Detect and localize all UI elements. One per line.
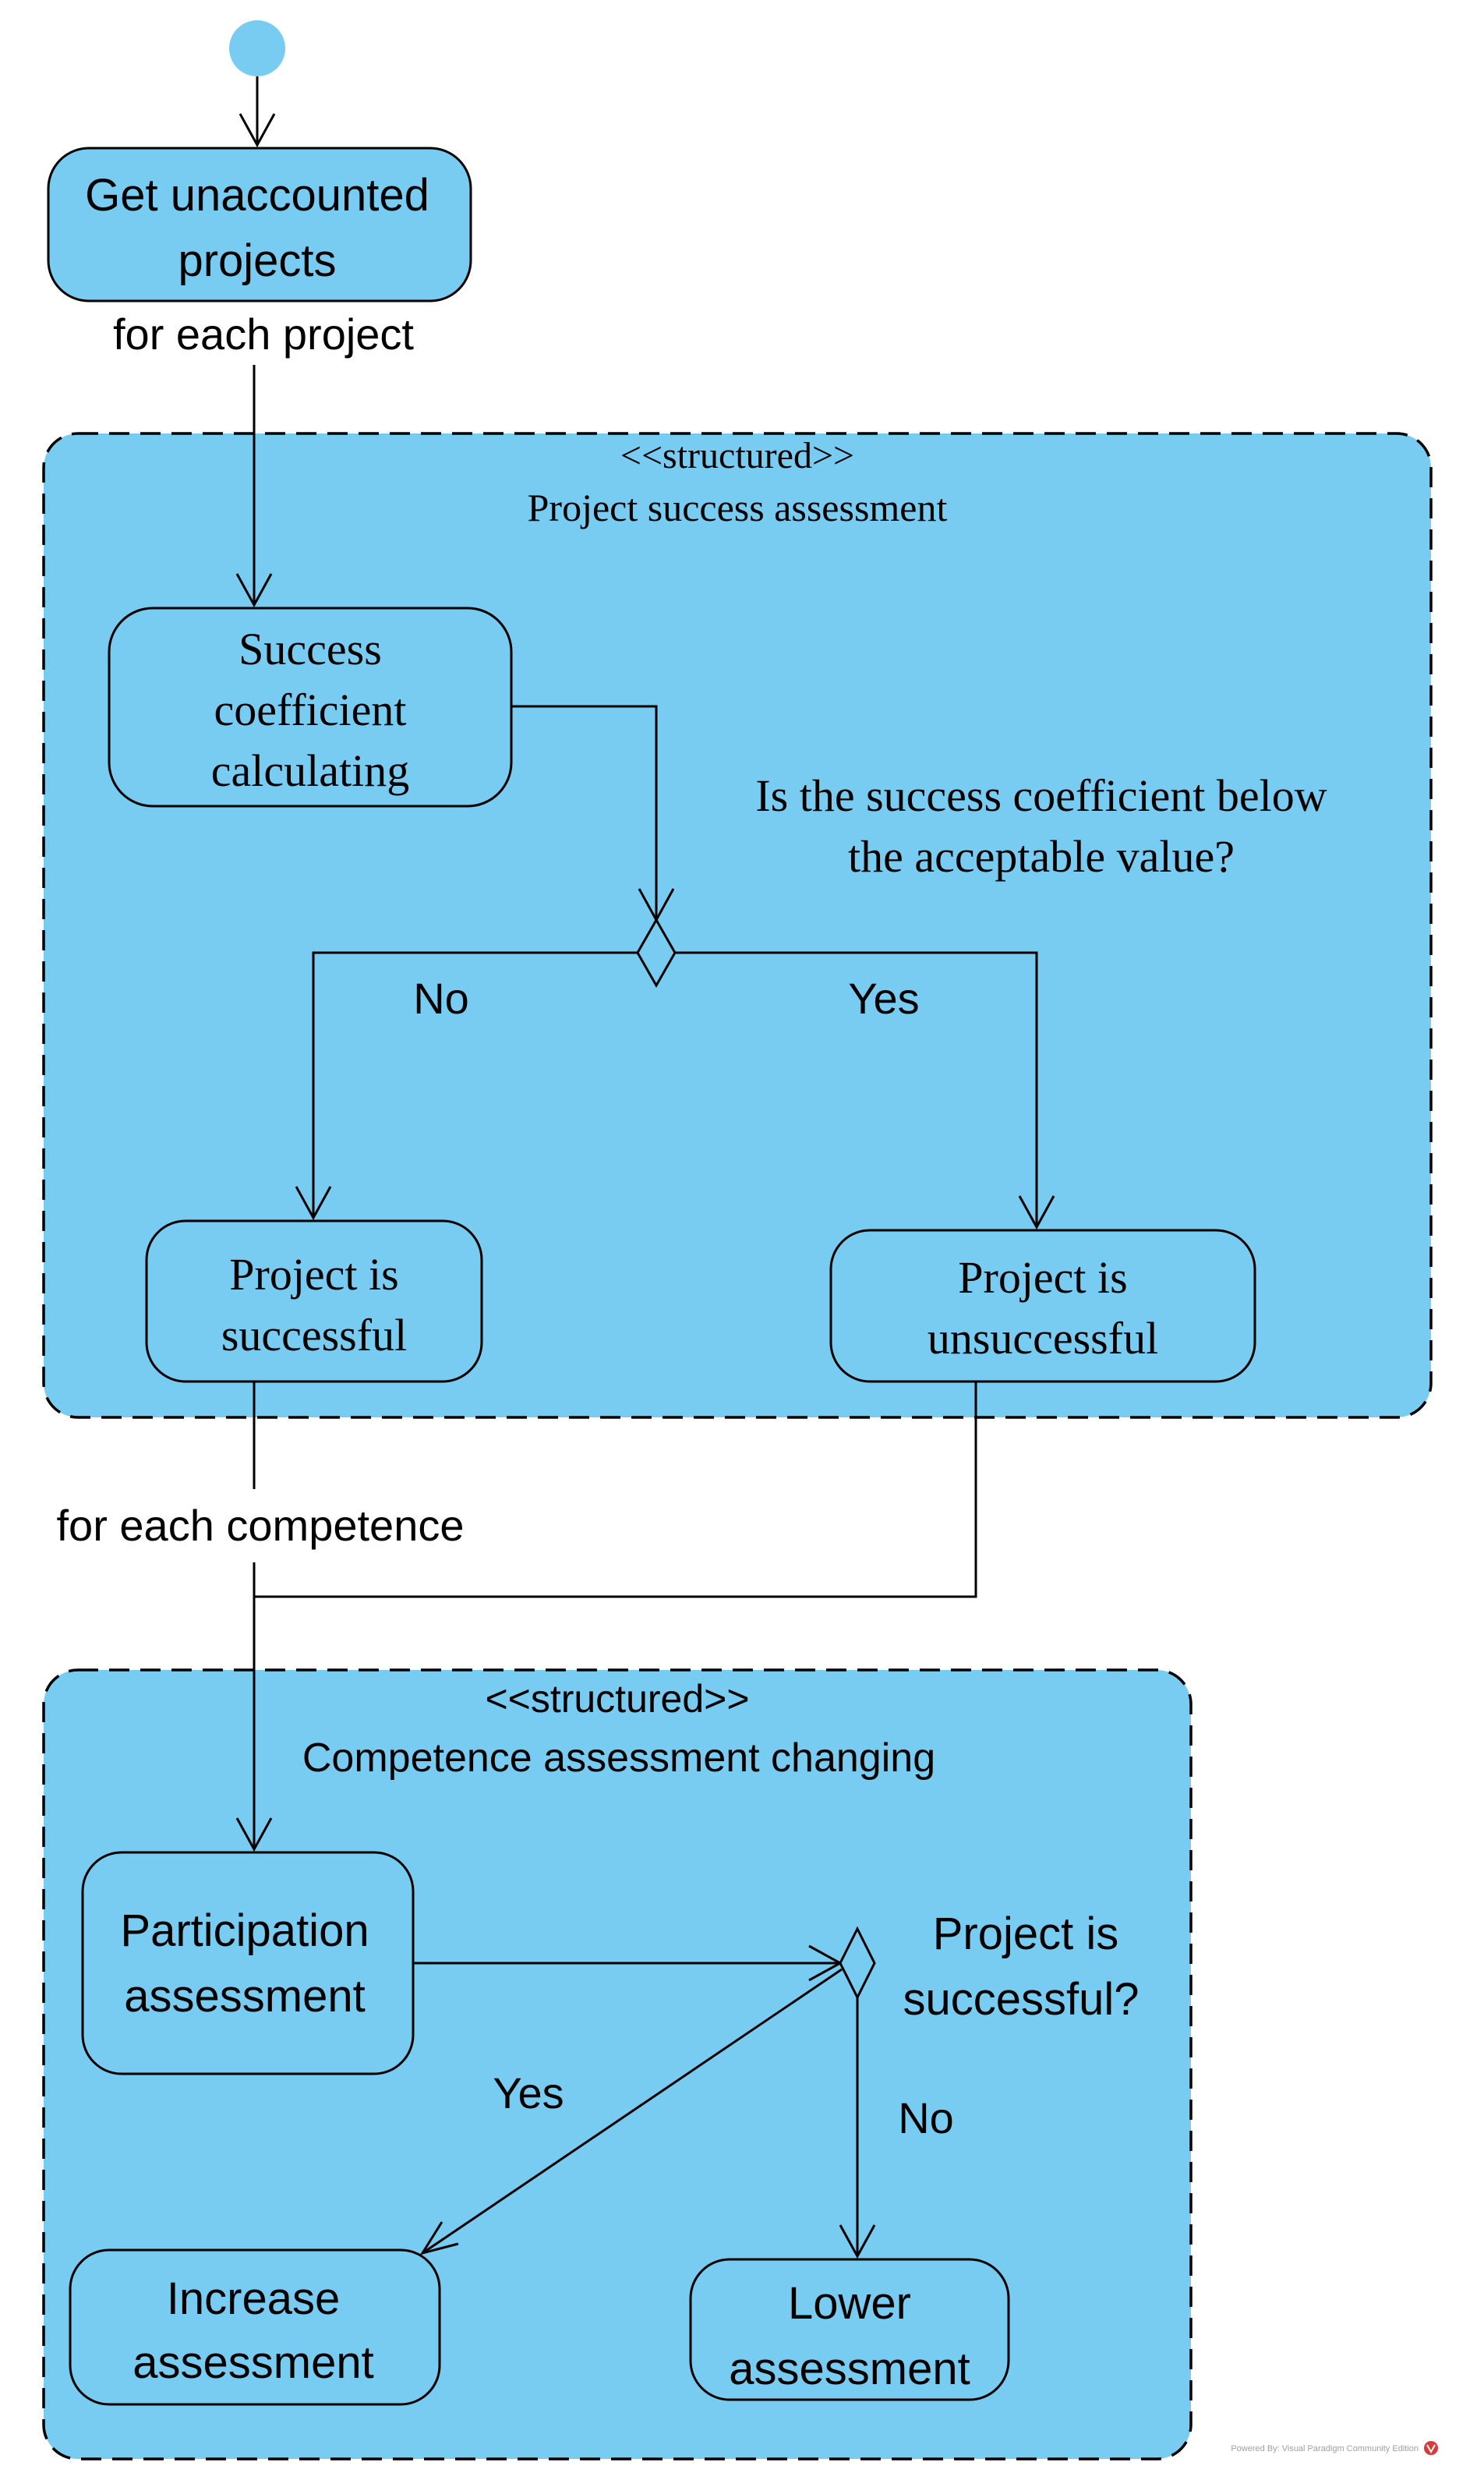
activity-box [47,147,472,302]
activity-label-line-1: Increase [167,2273,340,2324]
arrowhead [235,1817,273,1852]
decision2-question-line-2: successful? [903,1974,1139,2025]
activity-project-unsuccessful[interactable]: Project is unsuccessful [829,1229,1256,1383]
edge-decision-yes [675,951,1038,1227]
activity-increase[interactable]: Increase assessment [69,2248,441,2406]
region-project-success-stereotype: <<structured>> [620,435,854,476]
decision2-no-label: No [898,2093,954,2142]
decision-question-line-2: the acceptable value? [848,831,1235,882]
decision-node-successful [839,1926,876,2001]
activity-label-line-1: Project is [958,1252,1127,1303]
activity-label-line-1: Participation [120,1905,369,1956]
edge-unsuccessful-merge [254,1382,977,1598]
visual-paradigm-logo-icon [1424,2441,1438,2455]
loop-label-each-project: for each project [113,310,414,359]
activity-box [829,1229,1256,1383]
activity-box [145,1219,483,1383]
activity-success-calc[interactable]: Success coefficient calculating [108,607,513,808]
region-competence-change-name: Competence assessment changing [302,1735,935,1781]
arrowhead [419,2221,459,2255]
activity-box [108,607,513,808]
footer-credit: Powered By: Visual Paradigm Community Ed… [1231,2444,1419,2453]
activity-label-line-3: calculating [211,745,409,796]
activity-label-line-1: Project is [229,1249,398,1300]
activity-label-line-2: projects [178,235,336,286]
edges [235,76,1055,2259]
activity-box [689,2258,1010,2401]
activity-label-line-2: assessment [729,2344,970,2394]
activity-project-successful[interactable]: Project is successful [145,1219,483,1383]
activity-label-line-2: successful [221,1310,407,1360]
region-competence-change-stereotype: <<structured>> [485,1677,749,1721]
activity-label-line-2: coefficient [214,685,407,735]
decision2-question-line-1: Project is [933,1909,1119,1959]
decision-node-coefficient [636,917,677,989]
edge-decision2-yes [422,1968,843,2255]
arrowhead [295,1186,332,1221]
activity-label-line-2: assessment [132,2337,373,2388]
edge-success-calc-to-decision [511,705,658,920]
region-project-success-name: Project success assessment [528,486,948,529]
activity-label-line-2: unsuccessful [928,1313,1158,1364]
arrowhead [235,573,273,608]
decision2-yes-label: Yes [493,2068,564,2117]
edge-decision-no [312,951,638,1218]
arrowhead [1018,1195,1055,1230]
activity-lower[interactable]: Lower assessment [689,2258,1010,2401]
activity-participation[interactable]: Participation assessment [81,1851,415,2075]
activity-get-projects[interactable]: Get unaccounted projects [47,147,472,302]
initial-node [229,20,285,76]
activity-box [81,1851,415,2075]
decision-no-label: No [413,974,469,1023]
activity-label-line-2: assessment [124,1971,365,2022]
decision-yes-label: Yes [848,974,919,1023]
arrowhead [238,113,276,148]
arrowhead [839,2224,876,2259]
loop-label-each-competence: for each competence [57,1501,465,1550]
activity-label-line-1: Get unaccounted [85,170,429,221]
activity-label-line-1: Lower [788,2278,911,2329]
activity-box [69,2248,441,2406]
activity-label-line-1: Success [238,624,382,674]
decision-question-line-1: Is the success coefficient below [755,770,1327,821]
